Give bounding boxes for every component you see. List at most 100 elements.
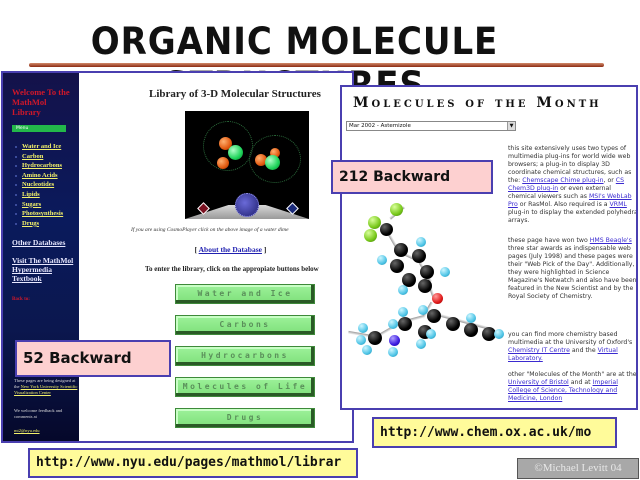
weblab-pro-link[interactable]: MSI's WebLab Pro <box>508 193 632 208</box>
other-databases-link[interactable]: Other Databases <box>12 238 66 248</box>
carbon-atom <box>446 317 460 331</box>
carbon-atom <box>380 223 393 236</box>
hydrogen-atom <box>416 237 426 247</box>
hydrogen-atom <box>440 267 450 277</box>
navigation-globe-icon[interactable] <box>235 193 259 217</box>
hydrogen-atom <box>398 307 408 317</box>
back-to-label: Back to: <box>12 297 30 303</box>
copyright-label: ©Michael Levitt 04 <box>517 458 639 479</box>
chemscape-chime-link[interactable]: Chemscape Chime plug-in <box>522 177 604 184</box>
fluorine-atom <box>364 229 377 242</box>
water-and-ice-button[interactable]: Water and Ice <box>175 284 315 304</box>
carbon-atom <box>390 259 404 273</box>
carbon-atom <box>394 243 408 257</box>
designed-text: These pages are being designed at the <box>14 378 76 389</box>
sidebar-link-photosynthesis[interactable]: Photosynthesis <box>12 209 79 219</box>
carbon-atom <box>418 279 432 293</box>
text: three star awards as indispensable web p… <box>508 245 637 300</box>
carbon-atom <box>412 249 426 263</box>
nitrogen-atom <box>389 335 400 346</box>
library-title: Library of 3-D Molecular Structures <box>149 88 321 100</box>
slide-title: ORGANIC MOLECULE STRUCTURES <box>90 20 499 107</box>
hydrogen-atom <box>426 329 436 339</box>
mom-title: Molecules of the Month <box>353 95 602 111</box>
hydrogen-atom <box>362 345 372 355</box>
sidebar-link-sugars[interactable]: Sugars <box>12 200 79 210</box>
sidebar-link-carbon[interactable]: Carbon <box>12 152 79 162</box>
carbon-atom <box>368 331 382 345</box>
text: you can find more chemistry based multim… <box>508 331 633 346</box>
green-ball <box>265 155 280 170</box>
backward-note-52: 52 Backward <box>15 340 171 377</box>
water-dimer-vrml-viewer[interactable] <box>185 111 309 219</box>
visit-textbook-link[interactable]: Visit The MathMol Hypermedia Textbook <box>12 256 74 284</box>
molecules-of-life-button[interactable]: Molecules of Life <box>175 377 315 397</box>
url-note-oxford[interactable]: http://www.chem.ox.ac.uk/mo <box>372 417 617 448</box>
welcome-heading: Welcome To the MathMol Library <box>12 87 70 117</box>
nyu-visualization-link[interactable]: New York University Scientific Visualiza… <box>14 384 78 395</box>
green-ball <box>228 145 243 160</box>
sidebar-link-drugs[interactable]: Drugs <box>12 219 79 229</box>
oxford-paragraph: you can find more chemistry based multim… <box>508 331 636 363</box>
hydrogen-atom <box>398 285 408 295</box>
mathmol-main: Library of 3-D Molecular Structures If y… <box>79 73 352 441</box>
hydrogen-atom <box>418 305 428 315</box>
text: plug-in to display the extended polyhedr… <box>508 209 638 224</box>
sidebar-link-lipids[interactable]: Lipids <box>12 190 79 200</box>
text: these page have won two <box>508 237 590 244</box>
hydrocarbons-button[interactable]: Hydrocarbons <box>175 346 315 366</box>
dropdown-arrow-icon[interactable]: ▼ <box>507 122 515 130</box>
oxygen-atom <box>432 293 443 304</box>
bracket-close: ] <box>261 245 267 254</box>
hydrogen-atom <box>377 255 387 265</box>
text: or even external chemical viewers such a… <box>508 185 612 200</box>
carbon-atom <box>398 317 412 331</box>
hydrogen-atom <box>356 335 366 345</box>
sidebar-link-hydrocarbons[interactable]: Hydrocarbons <box>12 161 79 171</box>
bracket-open: [ <box>194 245 199 254</box>
carbon-atom <box>402 273 416 287</box>
hydrogen-atom <box>388 319 398 329</box>
carbon-atom <box>482 327 496 341</box>
backward-note-212: 212 Backward <box>331 160 493 194</box>
text: and at <box>568 379 593 386</box>
sidebar-link-nucleotides[interactable]: Nucleotides <box>12 180 79 190</box>
carbons-button[interactable]: Carbons <box>175 315 315 335</box>
month-select[interactable]: Mar 2002 - Astemizole ▼ <box>346 121 516 131</box>
cosmoplayer-caption: If you are using CosmoPlayer click on th… <box>131 227 289 233</box>
molecules-of-month-screenshot: Molecules of the Month Mar 2002 - Astemi… <box>340 85 638 410</box>
text: or RasMol. Also required is a <box>517 201 610 208</box>
drugs-button[interactable]: Drugs <box>175 408 315 428</box>
vrml-link[interactable]: VRML <box>609 201 627 208</box>
carbon-atom <box>464 323 478 337</box>
chemistry-it-centre-link[interactable]: Chemistry IT Centre <box>508 347 570 354</box>
enter-library-text: To enter the library, click on the appro… <box>145 265 319 273</box>
hydrogen-atom <box>494 329 504 339</box>
sidebar-links: Water and Ice Carbon Hydrocarbons Amino … <box>12 142 79 228</box>
text: other "Molecules of the Month" are at th… <box>508 371 637 378</box>
university-of-bristol-link[interactable]: University of Bristol <box>508 379 569 386</box>
mathmol-sidebar: Welcome To the MathMol Library Menu Wate… <box>3 73 79 441</box>
fluorine-atom <box>368 216 381 229</box>
oxygen-ball <box>217 157 229 169</box>
url-note-nyu[interactable]: http://www.nyu.edu/pages/mathmol/librar <box>28 448 358 478</box>
virtual-laboratory-link[interactable]: Virtual Laboratory. <box>508 347 618 362</box>
imperial-college-link[interactable]: Imperial College of Science, Technology … <box>508 379 618 402</box>
sidebar-link-water-ice[interactable]: Water and Ice <box>12 142 79 152</box>
hydrogen-atom <box>358 323 368 333</box>
hms-beagle-link[interactable]: HMS Beagle's <box>589 237 632 244</box>
month-select-value: Mar 2002 - Astemizole <box>349 123 411 129</box>
other-sites-paragraph: other "Molecules of the Month" are at th… <box>508 371 637 403</box>
text: this site extensively uses two types of … <box>508 145 632 184</box>
feedback-text: We welcome feedback and comments at <box>14 408 63 419</box>
sidebar-link-amino-acids[interactable]: Amino Acids <box>12 171 79 181</box>
text: and the <box>569 347 598 354</box>
carbon-atom <box>420 265 434 279</box>
about-database-link[interactable]: About the Database <box>198 245 262 254</box>
hydrogen-atom <box>416 339 426 349</box>
molecule-ball-and-stick-image <box>342 197 504 408</box>
cs-chem3d-link[interactable]: CS Chem3D plug-in <box>508 177 625 192</box>
menu-bar: Menu <box>12 125 66 132</box>
email-link[interactable]: mt2@nyu.edu <box>14 428 40 433</box>
about-database: [ About the Database ] <box>79 245 352 254</box>
